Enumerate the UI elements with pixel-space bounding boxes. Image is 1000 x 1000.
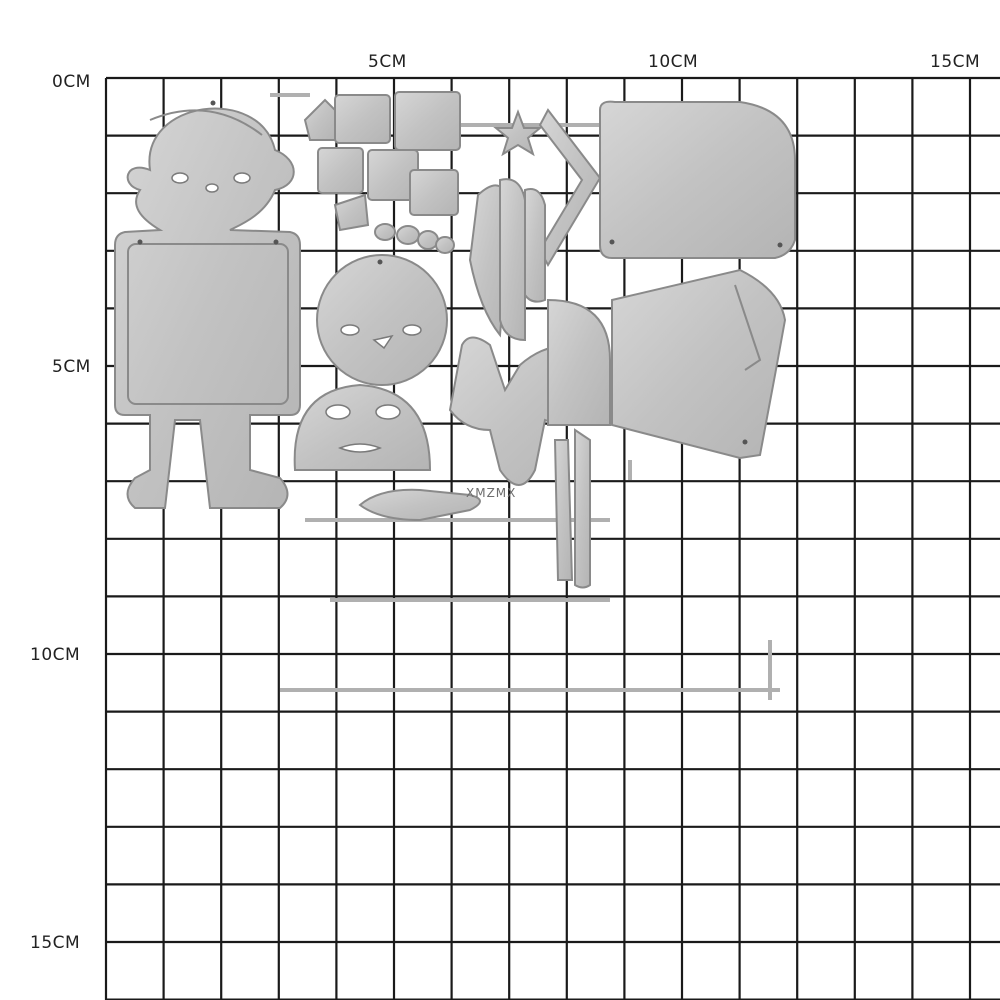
ruler-label-10cm-left: 10CM (30, 645, 81, 665)
half-dome-face-die (293, 383, 432, 471)
branch-cluster-die (448, 298, 611, 589)
ruler-label-10cm-top: 10CM (648, 52, 699, 72)
small-squares-die (303, 91, 461, 254)
star-arrows-die (468, 108, 602, 342)
ruler-label-15cm-left: 15CM (30, 933, 81, 953)
boy-figure-die (114, 100, 301, 509)
ruler-label-15cm-top: 15CM (930, 52, 981, 72)
ruler-label-5cm-left: 5CM (52, 357, 91, 377)
round-face-die (316, 254, 448, 386)
leaf-sprig-die (358, 488, 481, 522)
watermark-text: XMZMX (466, 486, 517, 500)
middle-right-panel-die (611, 268, 787, 460)
ruler-label-0cm-left: 0CM (52, 72, 91, 92)
top-right-panel-die (599, 100, 796, 259)
ruler-label-5cm-top: 5CM (368, 52, 407, 72)
